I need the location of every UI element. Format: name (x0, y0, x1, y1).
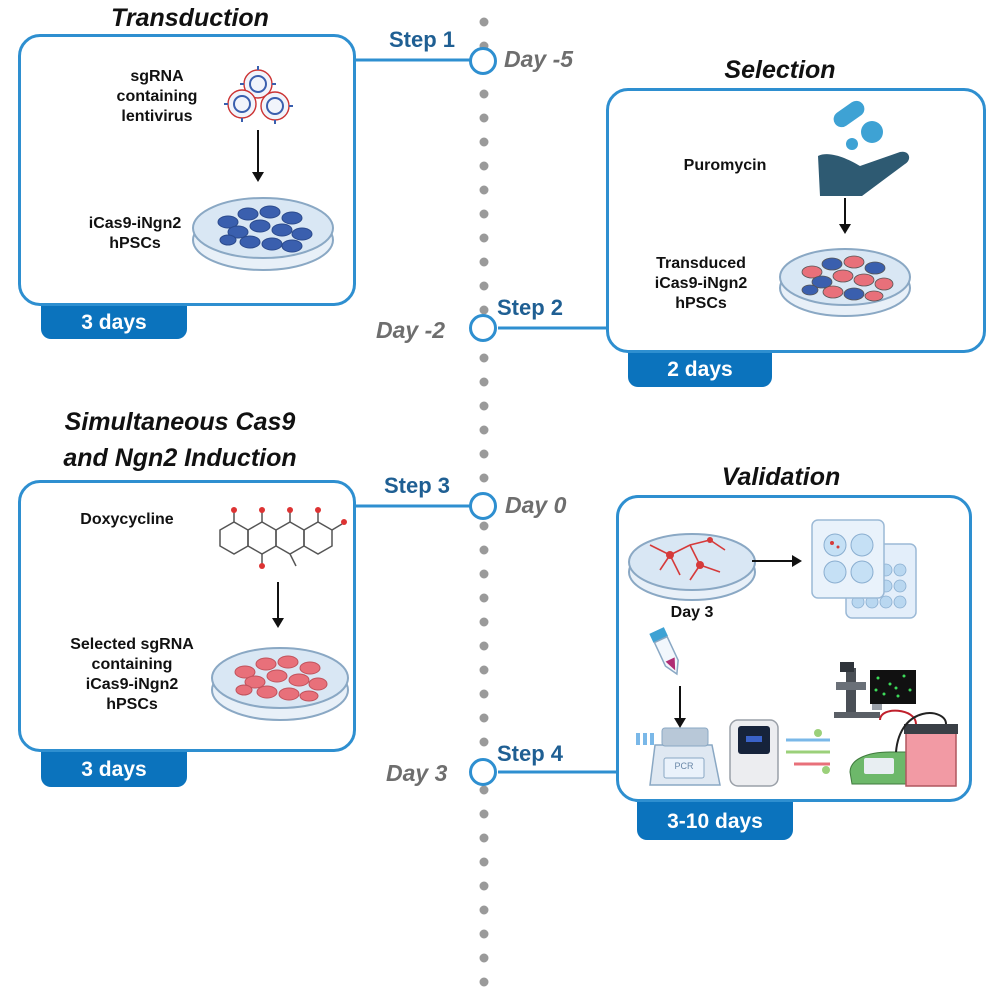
step-3-marker (469, 492, 497, 520)
induction-duration-tab: 3 days (41, 749, 187, 787)
step-2-label: Step 2 (497, 295, 564, 320)
step-1-label: Step 1 (389, 27, 456, 52)
virus-label: sgRNA containing lentivirus (116, 68, 198, 125)
validation-title: Validation (721, 463, 841, 491)
day-minus-5-label: Day -5 (504, 46, 574, 72)
doxycycline-label: Doxycycline (80, 511, 174, 528)
step-4-label: Step 4 (497, 741, 564, 766)
induction-title: Simultaneous Cas9 and Ngn2 Induction (63, 408, 297, 472)
selection-cell-label: Transduced iCas9-iNgn2 hPSCs (654, 255, 748, 312)
selection-title: Selection (724, 56, 836, 84)
step-1-marker (469, 47, 497, 75)
transduction-title: Transduction (111, 4, 269, 32)
validation-day-label: Day 3 (670, 604, 714, 621)
step-4-marker (469, 758, 497, 786)
day-0-label: Day 0 (505, 492, 567, 518)
day-minus-2-label: Day -2 (376, 317, 446, 343)
validation-duration-tab: 3-10 days (637, 798, 793, 840)
puromycin-label: Puromycin (683, 157, 767, 174)
transduction-duration-tab: 3 days (41, 303, 187, 339)
step-2-marker (469, 314, 497, 342)
transduction-cell-label: iCas9-iNgn2 hPSCs (88, 215, 182, 252)
pcr-label: PCR (674, 761, 694, 771)
selection-duration-tab: 2 days (628, 349, 772, 387)
selection-panel (606, 88, 986, 353)
step-3-label: Step 3 (384, 473, 451, 498)
induction-cell-label: Selected sgRNA containing iCas9-iNgn2 hP… (70, 636, 194, 713)
day-3-label: Day 3 (386, 760, 448, 786)
